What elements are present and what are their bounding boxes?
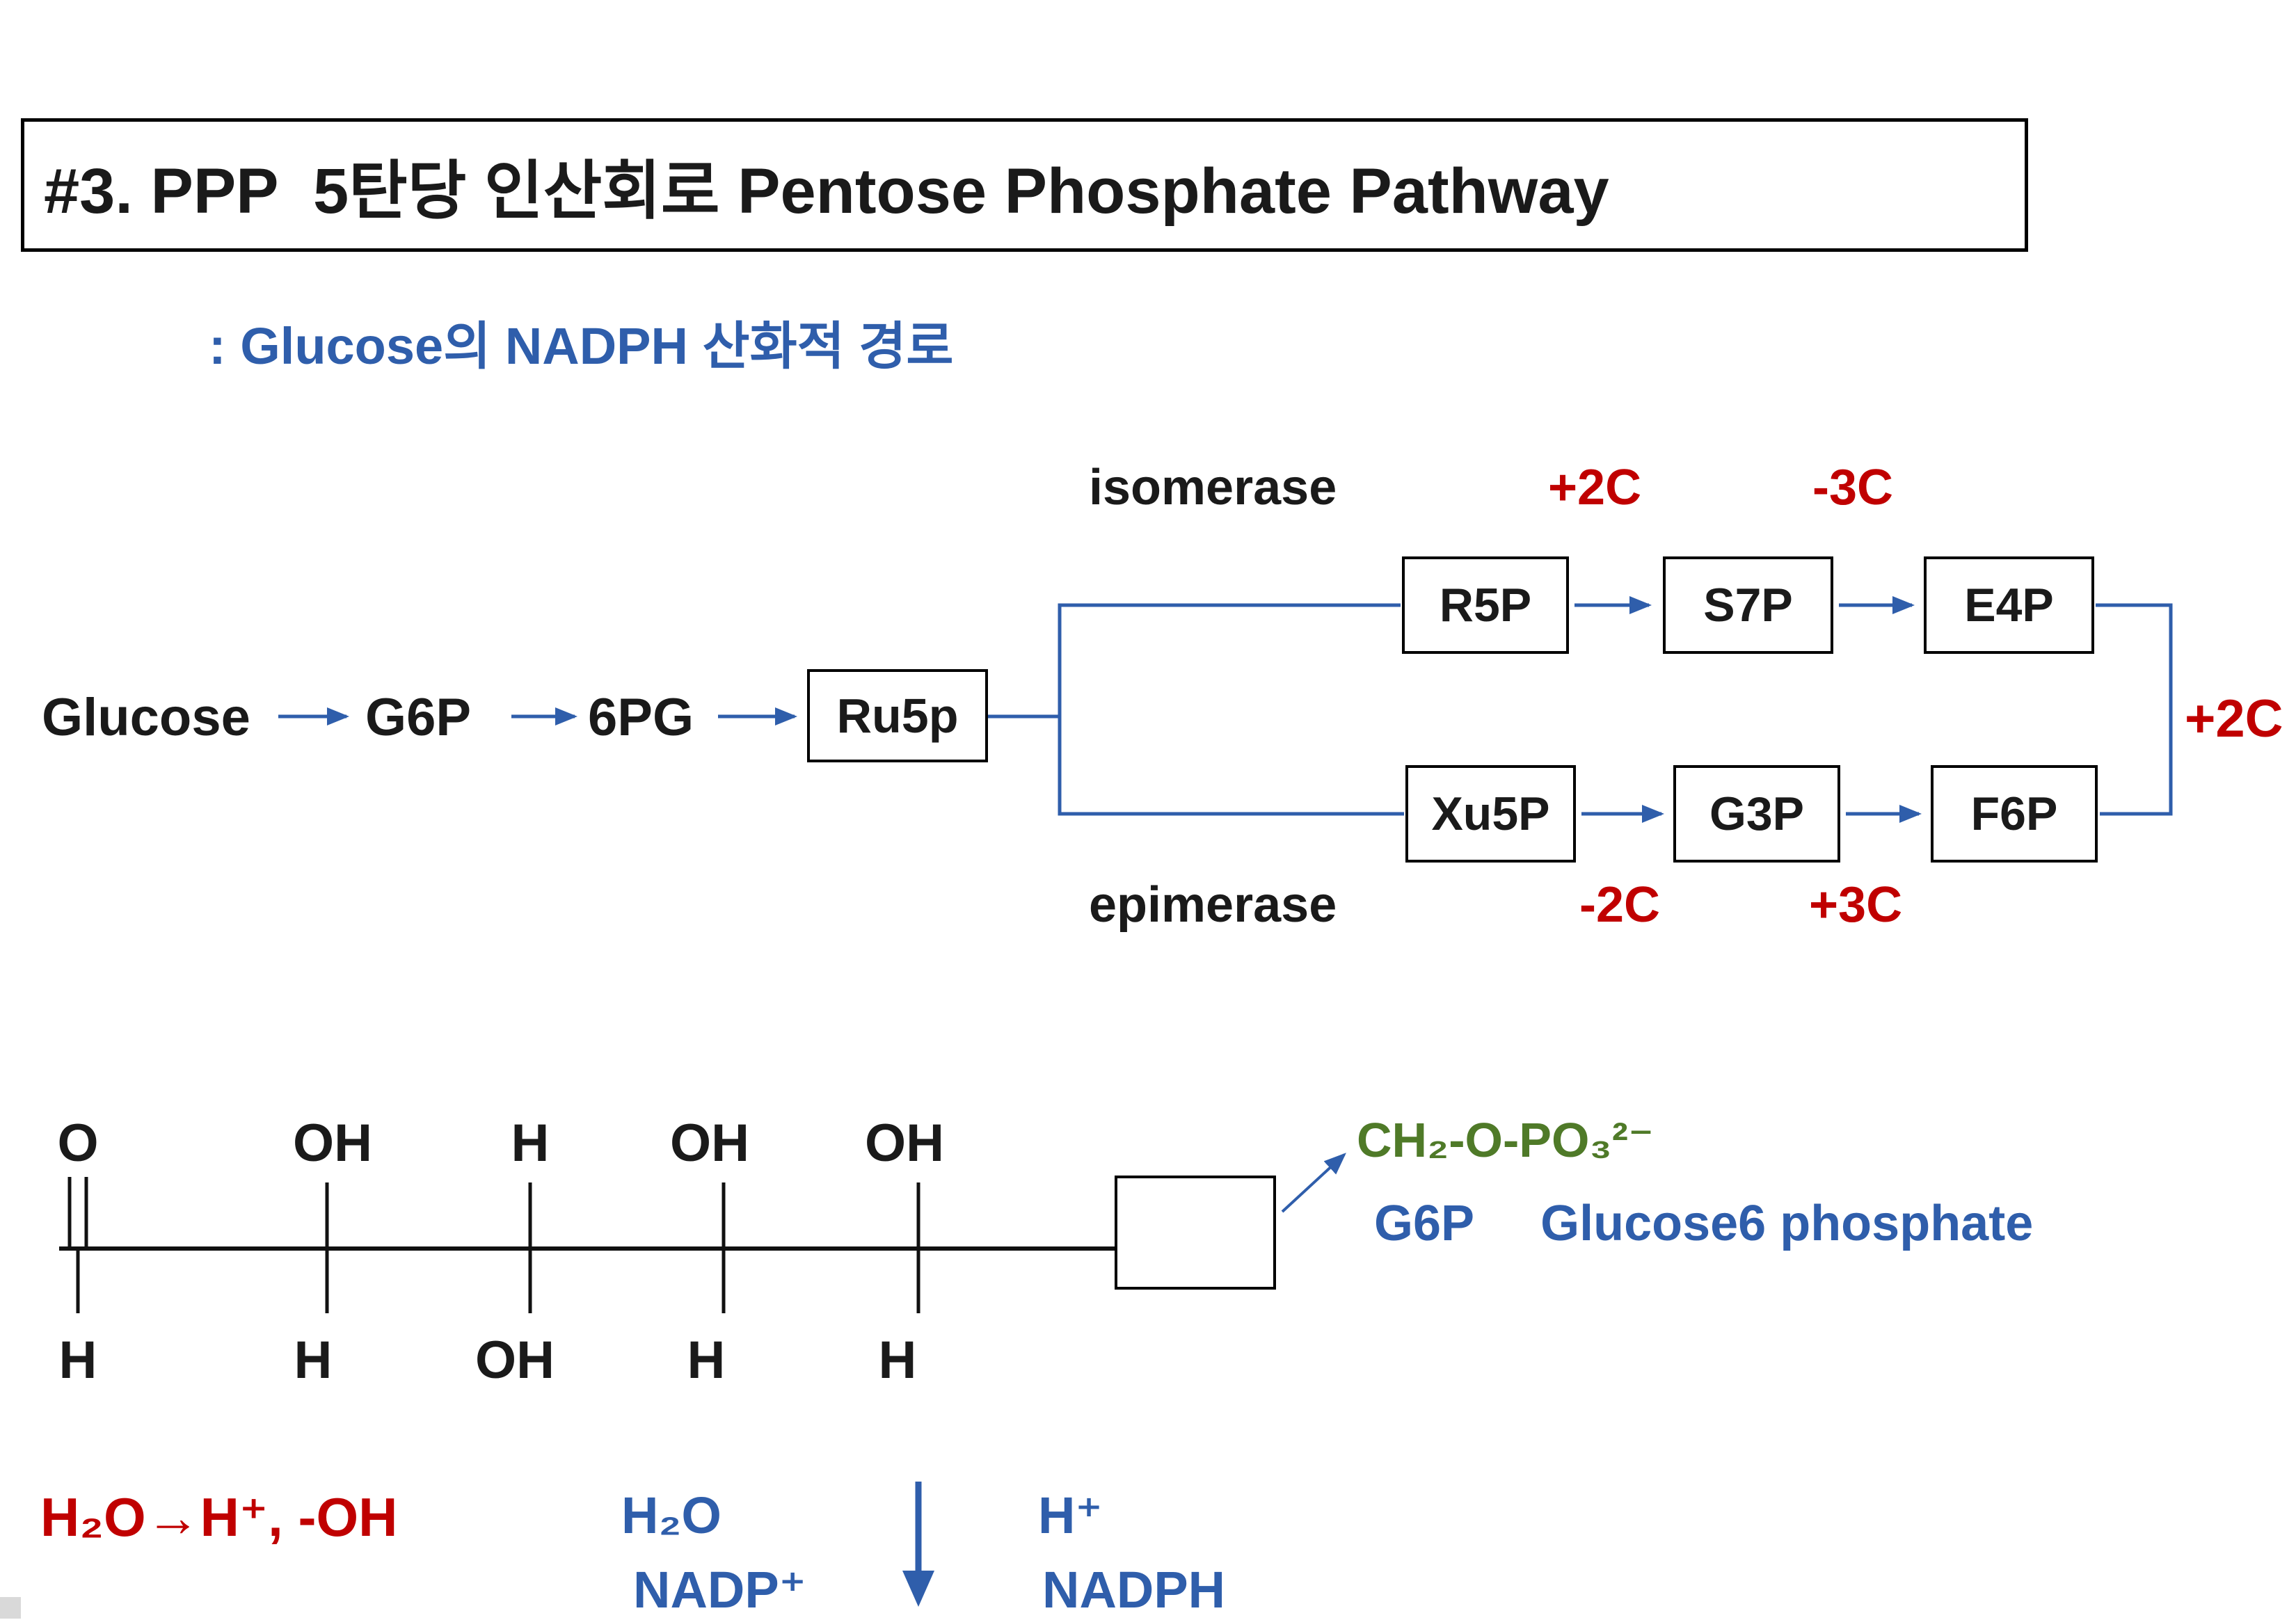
molecule-caption: G6P Glucose6 phosphate — [1374, 1195, 2033, 1252]
delta-label-top-2: -3C — [1812, 460, 1894, 515]
phosphate-carbon-box — [1115, 1176, 1276, 1290]
delta-label-bottom-2: +3C — [1809, 877, 1903, 933]
node-6pg: 6PG — [588, 688, 694, 747]
node-g6p: G6P — [365, 688, 472, 747]
branch-split-line — [1058, 603, 1404, 816]
atom-label-bottom-1: H — [58, 1331, 97, 1390]
molecule-abbr: G6P — [1374, 1196, 1475, 1251]
atom-label-bottom-5: H — [878, 1331, 917, 1390]
node-f6p: F6P — [1931, 765, 2098, 863]
molecule-name: Glucose6 phosphate — [1540, 1196, 2034, 1251]
atom-label-top-5: OH — [865, 1114, 944, 1173]
slide-title: #3. PPP 5탄당 인산회로 Pentose Phosphate Pathw… — [21, 118, 2028, 252]
reactant-h2o-label: H₂O — [621, 1486, 722, 1544]
enzyme-label-isomerase: isomerase — [1089, 460, 1337, 515]
slide-subtitle: : Glucose의 NADPH 산화적 경로 — [209, 317, 954, 375]
atom-label-top-1: O — [57, 1114, 99, 1173]
atom-label-top-3: H — [511, 1114, 550, 1173]
reactant-nadp-label: NADP⁺ — [633, 1561, 806, 1619]
node-ru5p: Ru5p — [807, 669, 988, 762]
atom-label-bottom-4: H — [687, 1331, 726, 1390]
node-s7p: S7P — [1663, 556, 1833, 654]
arrow-to-phosphate-group — [1281, 1153, 1346, 1213]
node-glucose: Glucose — [42, 688, 250, 747]
atom-label-bottom-3: OH — [475, 1331, 555, 1390]
delta-label-bottom-1: -2C — [1579, 877, 1661, 933]
node-r5p: R5P — [1402, 556, 1569, 654]
delta-label-top-1: +2C — [1548, 460, 1642, 515]
enzyme-label-epimerase: epimerase — [1089, 877, 1337, 933]
atom-label-top-4: OH — [670, 1114, 749, 1173]
phosphate-group-label: CH₂-O-PO₃²⁻ — [1357, 1113, 1655, 1167]
recombine-bracket-line — [2096, 603, 2173, 816]
product-h-label: H⁺ — [1038, 1486, 1103, 1544]
product-nadph-label: NADPH — [1042, 1561, 1226, 1619]
node-e4p: E4P — [1924, 556, 2094, 654]
corner-artifact — [0, 1597, 21, 1619]
hydrolysis-label: H₂O→H⁺, -OH — [40, 1486, 398, 1548]
atom-label-top-2: OH — [293, 1114, 372, 1173]
node-xu5p: Xu5P — [1405, 765, 1576, 863]
delta-label-right: +2C — [2185, 689, 2283, 748]
atom-label-bottom-2: H — [294, 1331, 333, 1390]
node-g3p: G3P — [1673, 765, 1840, 863]
